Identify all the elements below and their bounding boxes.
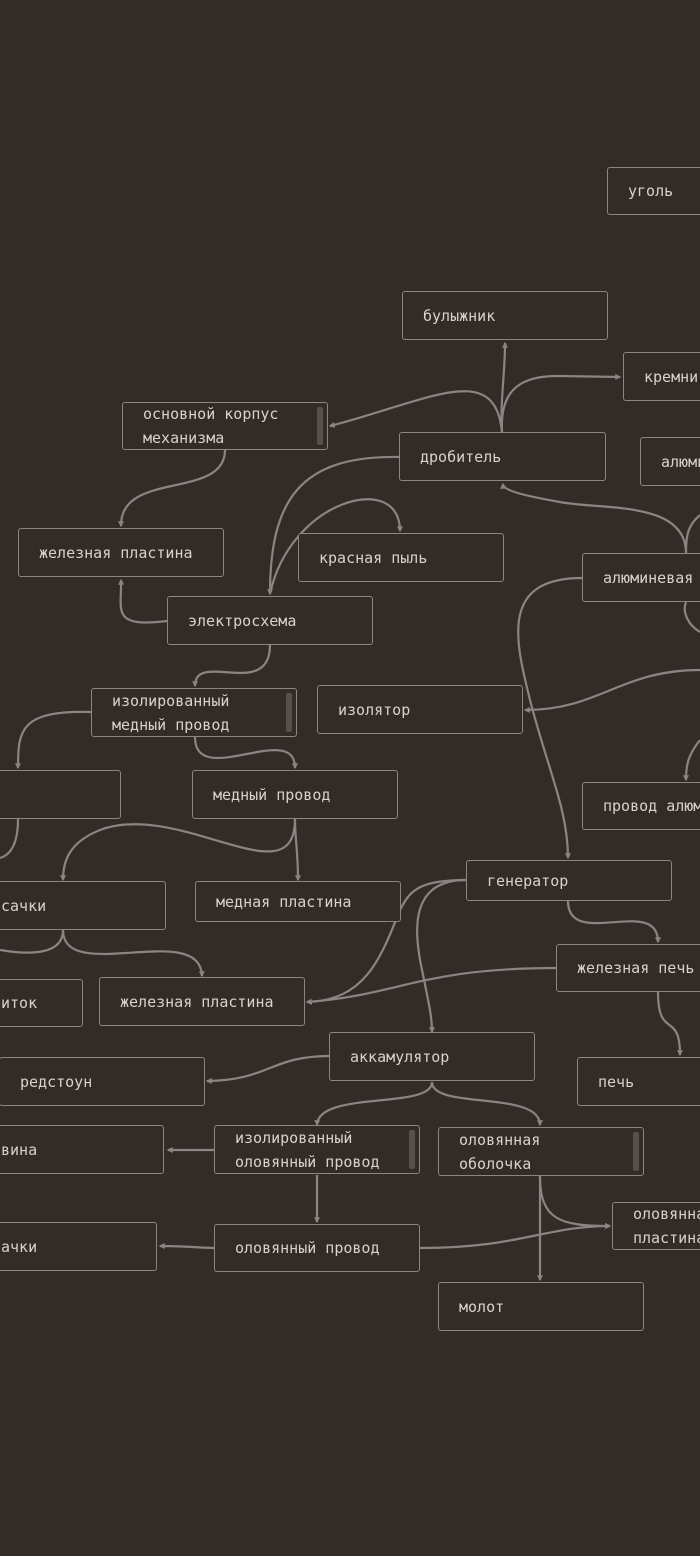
node-aluminum-top-label: алюми [661,452,700,471]
edge-frame-iron-plate [117,449,227,528]
node-coal[interactable]: уголь [607,167,700,215]
node-generator-label: генератор [487,871,569,890]
node-iron-furnace-label: железная печь [577,959,695,977]
node-aluminum-mid-label: алюминевая [603,568,694,587]
edge-battery-insulated-tin [314,1081,434,1127]
edge-crusher-circuit [267,455,401,596]
edge-battery-redstone [205,1054,331,1084]
node-redstone[interactable]: редстоун [0,1057,205,1106]
node-tin-wire-label: оловянный провод [235,1239,380,1257]
node-crusher[interactable]: дробитель [399,432,606,481]
edge-left-clipped-down [0,818,20,860]
edge-insulated-copper-wire [193,736,298,770]
node-copper-wire-label: медный провод [213,785,331,804]
node-cobblestone[interactable]: булыжник [402,291,608,340]
node-circuit-label: электросхема [188,611,297,630]
edge-crusher-machine-frame [328,390,504,433]
node-redstone-label: редстоун [20,1072,93,1091]
edge-tin-casing-plate [538,1175,612,1229]
node-scrollbar[interactable] [409,1130,415,1169]
edge-insulated-left [15,710,93,770]
node-scrollbar[interactable] [317,407,323,445]
node-tin-casing[interactable]: оловянная оболочка [438,1127,644,1176]
node-iron-plate-center-label: железная пластина [120,992,274,1011]
node-hammer-label: молот [459,1297,505,1316]
edge-iron-furnace-iron-plate [305,966,558,1005]
node-tin-wire[interactable]: оловянный провод [214,1224,420,1272]
node-iron-plate-center[interactable]: железная пластина [99,977,305,1026]
node-copper-plate-label: медная пластина [216,892,352,911]
node-aluminum-mid[interactable]: алюминевая [582,553,700,602]
edge-right-insulator [523,668,700,713]
node-aluminum-wire-label: провод алюм [603,797,700,815]
edge-aluminum-generator [517,576,583,860]
node-pump-clipped[interactable]: сачки [0,881,166,930]
node-flow-clipped-label: иток [1,994,38,1012]
node-tin-casing-label: оловянная оболочка [459,1130,541,1173]
node-machine-frame[interactable]: основной корпус механизма [122,402,328,450]
edge-crusher-silicon [500,373,622,433]
node-insulated-tin-wire[interactable]: изолированный оловянный провод [214,1125,420,1174]
edge-aluminum-side [683,601,700,633]
edge-circuit-insulated-copper [192,644,272,688]
node-insulated-copper-wire-label: изолированный медный провод [112,691,230,734]
node-coal-label: уголь [628,182,674,200]
node-scrollbar[interactable] [286,693,292,732]
edge-aluminum-top-mid [684,514,700,554]
node-aluminum-top[interactable]: алюми [640,437,700,486]
node-furnace[interactable]: печь [577,1057,700,1106]
edge-tin-wire-left [158,1243,215,1250]
node-flow-clipped[interactable]: иток [0,979,83,1027]
edge-battery-tin-casing [430,1081,543,1127]
node-battery-label: аккамулятор [350,1047,450,1066]
node-clipped-wina-label: вина [1,1140,38,1159]
node-clipped-wina[interactable]: вина [0,1125,164,1174]
node-clipped-chki[interactable]: ачки [0,1222,157,1271]
node-generator[interactable]: генератор [466,860,672,901]
node-copper-plate[interactable]: медная пластина [195,881,401,922]
node-scrollbar[interactable] [633,1132,639,1171]
edge-generator-iron-furnace [566,900,661,944]
node-aluminum-wire[interactable]: провод алюм [582,782,700,830]
edge-copper-wire-plate [293,818,301,882]
node-furnace-label: печь [598,1072,635,1091]
node-iron-plate-left-label: железная пластина [39,543,193,562]
edge-iron-furnace-furnace [656,991,683,1057]
node-insulator[interactable]: изолятор [317,685,523,734]
node-redstone-dust-label: красная пыль [319,548,428,567]
node-iron-furnace[interactable]: железная печь [556,944,700,992]
edge-pump-left [0,929,65,954]
node-hammer[interactable]: молот [438,1282,644,1331]
node-insulated-copper-wire[interactable]: изолированный медный провод [91,688,297,737]
edge-copper-wire-pump [60,818,297,882]
node-copper-wire[interactable]: медный провод [192,770,398,819]
edge-aluminum-crusher [500,482,688,554]
edge-generator-battery [416,878,467,1034]
edge-aluminum-wire [683,739,700,782]
node-iron-plate-left[interactable]: железная пластина [18,528,224,577]
node-tin-plate[interactable]: оловянна пластина [612,1202,700,1250]
node-crusher-label: дробитель [420,447,502,466]
edge-pump-iron-plate [61,929,205,978]
node-tin-plate-label: оловянна пластина [633,1205,700,1247]
node-insulator-label: изолятор [338,700,411,719]
node-circuit[interactable]: электросхема [167,596,373,645]
node-pump-clipped-label: сачки [1,896,47,915]
node-clipped-chki-label: ачки [1,1237,38,1256]
node-insulated-tin-wire-label: изолированный оловянный провод [235,1128,380,1171]
node-silicon[interactable]: кремни [623,352,700,401]
node-cobblestone-label: булыжник [423,306,496,325]
edge-tin-wire-plate [419,1223,612,1250]
node-battery[interactable]: аккамулятор [329,1032,535,1081]
node-left-clipped-top[interactable] [0,770,121,819]
node-silicon-label: кремни [644,367,699,386]
node-redstone-dust[interactable]: красная пыль [298,533,504,582]
edge-circuit-redstone-dust [268,498,403,595]
edge-circuit-iron-plate [118,578,168,624]
node-machine-frame-label: основной корпус механизма [143,405,279,447]
